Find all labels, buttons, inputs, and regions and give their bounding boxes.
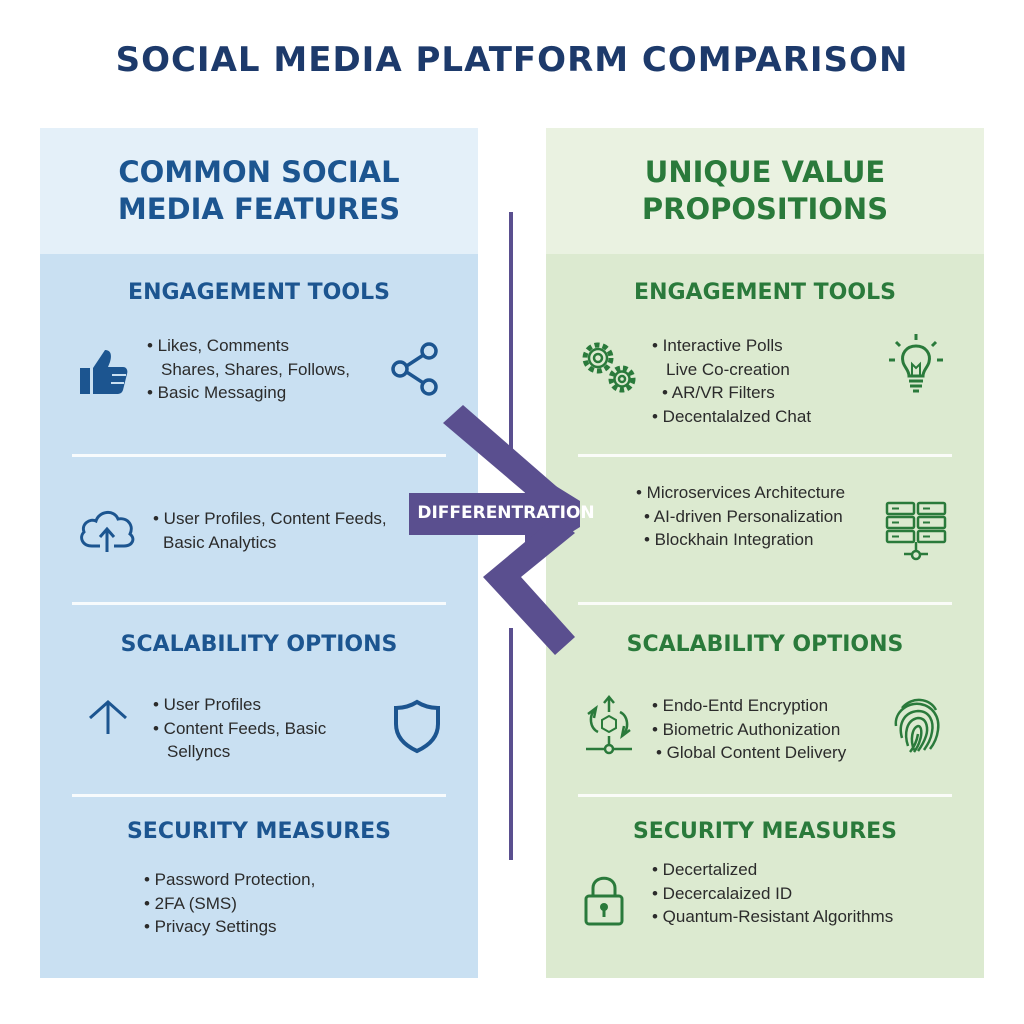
right-security-title: SECURITY MEASURES	[632, 819, 898, 844]
lightbulb-icon	[889, 334, 943, 393]
right-core-bullets: • Microservices Architecture • AI-driven…	[636, 481, 845, 552]
fingerprint-icon	[894, 698, 940, 753]
list-item: Live Co-creation	[666, 359, 790, 379]
list-item: Sellyncs	[167, 742, 231, 761]
list-item: • 2FA (SMS)	[144, 893, 237, 913]
list-item: • Decertalized	[652, 860, 758, 879]
list-item: • Content Feeds, Basic	[153, 718, 327, 738]
differentiation-label: DIFFERENTRATION	[417, 503, 595, 523]
left-column-common-features: COMMON SOCIAL MEDIA FEATURES ENGAGEMENT …	[40, 128, 478, 978]
list-item: Shares, Shares, Follows,	[161, 359, 350, 379]
list-item: • Decercalaized ID	[652, 883, 793, 903]
cloud-upload-icon	[80, 511, 135, 552]
right-security-bullets: • Decertalized • Decercalaized ID • Quan…	[652, 858, 893, 929]
server-icon	[885, 501, 947, 561]
right-engagement-title: ENGAGEMENT TOOLS	[634, 280, 896, 305]
differentiation-arrow	[409, 405, 580, 655]
left-heading-line-2: MEDIA FEATURES	[117, 192, 401, 226]
thumbs-up-icon	[80, 350, 128, 394]
right-column-heading: UNIQUE VALUE PROPOSITIONS	[546, 128, 984, 254]
list-item: • Decentalalzed Chat	[652, 406, 812, 426]
right-engagement-bullets: • Interactive Polls Live Co-creation • A…	[652, 334, 811, 428]
divider	[72, 454, 446, 457]
right-scalability-title: SCALABILITY OPTIONS	[626, 632, 904, 657]
right-scalability-bullets: • Endo-Entd Encryption • Biometric Autho…	[652, 694, 846, 765]
list-item: • Blockhain Integration	[644, 530, 814, 549]
left-engagement-bullets: • Likes, Comments Shares, Shares, Follow…	[147, 334, 350, 405]
list-item: • AR/VR Filters	[662, 383, 775, 402]
left-core-bullets: • User Profiles, Content Feeds, Basic An…	[153, 507, 387, 554]
list-item: • Password Protection,	[144, 870, 316, 889]
list-item: Basic Analytics	[163, 532, 277, 552]
divider	[578, 602, 952, 605]
left-engagement-title: ENGAGEMENT TOOLS	[128, 280, 390, 305]
shield-icon	[394, 699, 440, 754]
left-security-title: SECURITY MEASURES	[126, 819, 392, 844]
left-heading-line-1: COMMON SOCIAL	[118, 155, 400, 189]
list-item: • Interactive Polls	[652, 336, 783, 355]
list-item: • AI-driven Personalization	[644, 506, 843, 526]
left-column-heading: COMMON SOCIAL MEDIA FEATURES	[40, 128, 478, 254]
list-item: • User Profiles, Content Feeds,	[153, 509, 387, 528]
share-icon	[391, 342, 438, 396]
center-divider-line-bottom	[509, 628, 513, 860]
right-heading-line-1: UNIQUE VALUE	[644, 155, 886, 189]
divider	[72, 794, 446, 797]
list-item: • Endo-Entd Encryption	[652, 696, 829, 715]
list-item: • Likes, Comments	[147, 336, 289, 355]
list-item: • User Profiles	[153, 695, 261, 714]
list-item: • Biometric Authonization	[652, 719, 841, 739]
divider	[578, 454, 952, 457]
gears-icon	[582, 342, 636, 393]
divider	[72, 602, 446, 605]
list-item: • Basic Messaging	[147, 383, 287, 402]
arrow-up-icon	[89, 699, 127, 734]
page-title: SOCIAL MEDIA PLATFORM COMPARISON	[115, 40, 909, 80]
left-scalability-bullets: • User Profiles • Content Feeds, Basic S…	[153, 693, 326, 764]
right-heading-line-2: PROPOSITIONS	[641, 192, 889, 226]
left-security-bullets: • Password Protection, • 2FA (SMS) • Pri…	[144, 868, 315, 939]
right-column-unique-value: UNIQUE VALUE PROPOSITIONS ENGAGEMENT TOO…	[546, 128, 984, 978]
padlock-icon	[584, 876, 624, 926]
list-item: • Quantum-Resistant Algorithms	[652, 907, 894, 926]
network-sync-icon	[586, 695, 632, 755]
divider	[578, 794, 952, 797]
list-item: • Global Content Delivery	[656, 743, 847, 762]
left-scalability-title: SCALABILITY OPTIONS	[120, 632, 398, 657]
list-item: • Privacy Settings	[144, 917, 277, 936]
list-item: • Microservices Architecture	[636, 483, 846, 502]
center-divider-line-top	[509, 212, 513, 452]
